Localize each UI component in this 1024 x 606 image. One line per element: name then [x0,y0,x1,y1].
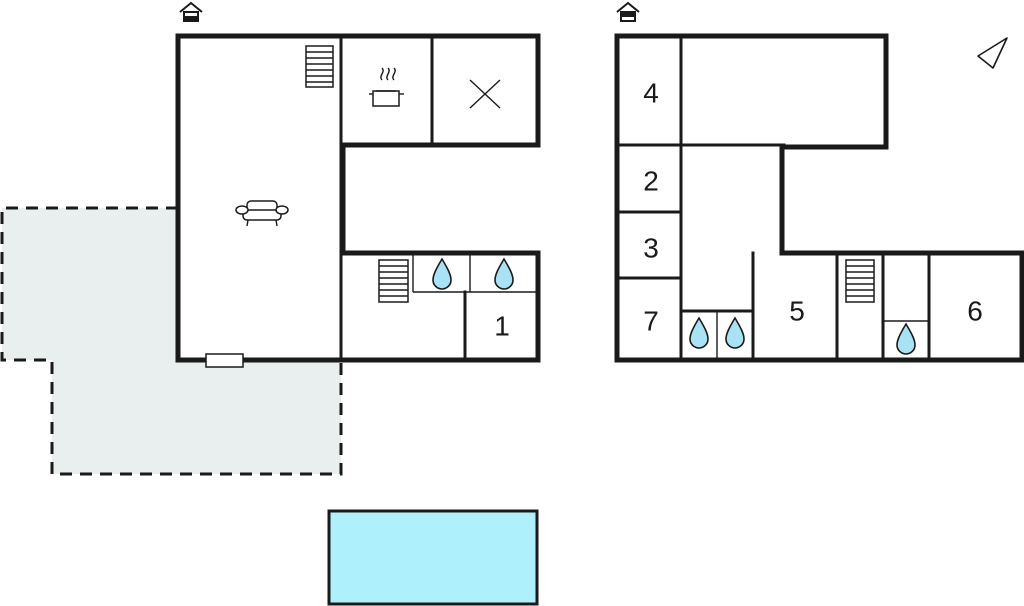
room-label: 3 [643,233,659,264]
cross-icon [469,79,501,109]
water-drop-icon [725,316,745,349]
ground-floor: 1 [175,1,541,368]
water-drop-icon [494,257,514,290]
room-label: 2 [643,166,659,197]
room-label: 7 [643,306,659,337]
room-label: 6 [967,296,983,327]
water-drop-icon [432,257,452,290]
water-drop-icon [896,322,916,355]
water-drop-icon [689,316,709,349]
swimming-pool [327,509,539,606]
stairs-icon [378,259,409,303]
house-ground-floor-icon [179,1,203,22]
room-label: 4 [643,78,659,109]
room-label: 5 [789,296,805,327]
cooking-pot-icon [369,67,404,107]
terrace-area [0,206,343,476]
sofa-icon [235,200,289,227]
house-upper-floor-icon [616,1,640,22]
room-label: 1 [494,311,510,342]
stairs-icon [845,259,875,303]
upper-floor: 4 2 3 7 5 6 [614,1,1024,363]
door-icon [205,353,244,368]
stairs-icon [305,45,334,88]
north-arrow-icon [977,37,1008,69]
